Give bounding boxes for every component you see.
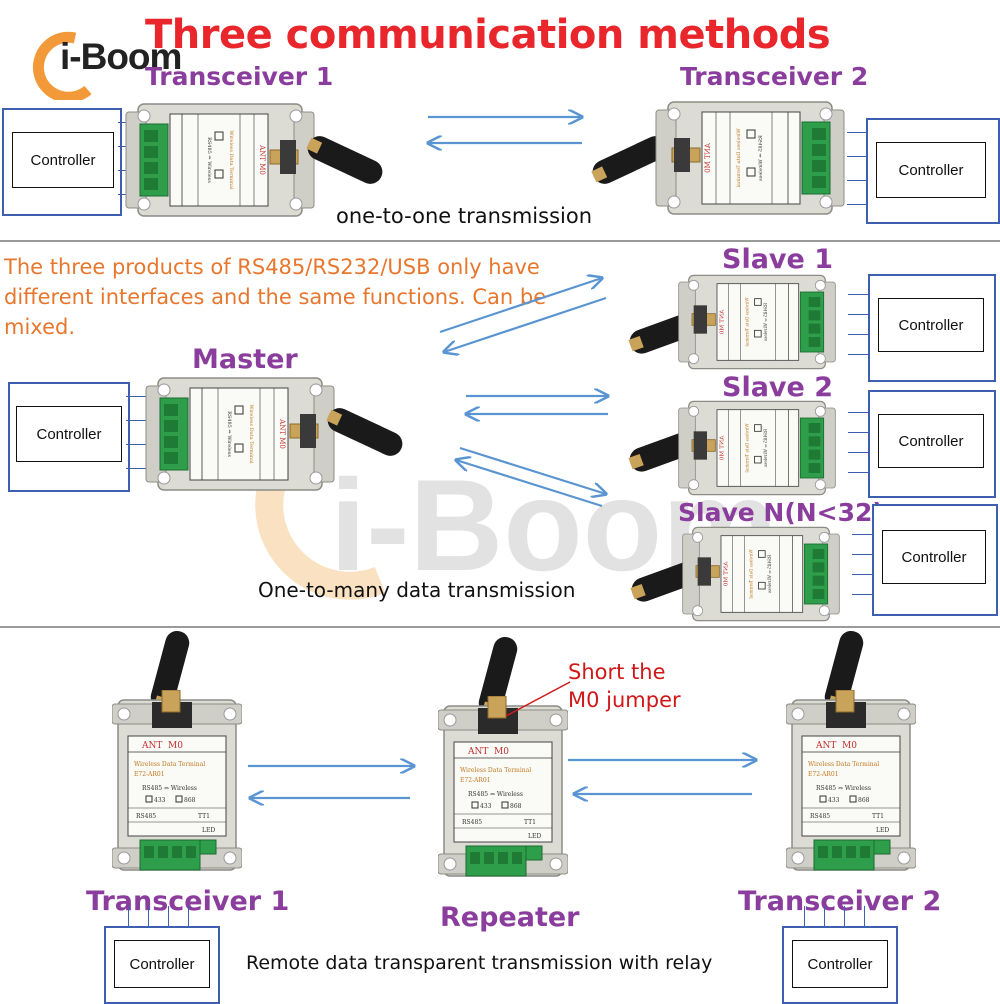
s2-slave1-pins xyxy=(846,290,868,370)
s2-slaveN-pins xyxy=(850,530,872,610)
s2-slave2-device xyxy=(672,398,842,498)
s1-transceiver2-label: Transceiver 2 xyxy=(680,62,869,91)
controller-label: Controller xyxy=(878,414,984,468)
s3-controller-left: Controller xyxy=(104,926,220,1004)
s3-arrows-left xyxy=(248,750,430,810)
controller-label: Controller xyxy=(876,142,986,198)
controller-label: Controller xyxy=(114,940,210,988)
arrow-downright-icon xyxy=(459,446,606,494)
s2-slave2-pins xyxy=(846,408,868,488)
s3-transceiver2-label: Transceiver 2 xyxy=(738,886,942,917)
s3-transceiver1-label: Transceiver 1 xyxy=(86,886,290,917)
controller-label: Controller xyxy=(792,940,888,988)
s1-transceiver2-device xyxy=(650,98,850,218)
jumper-pointer-line xyxy=(505,681,571,717)
arrow-upleft-icon xyxy=(456,460,603,508)
s2-slave1-label: Slave 1 xyxy=(722,244,834,275)
controller-label: Controller xyxy=(878,298,984,352)
s2-slave1-device xyxy=(672,272,842,372)
controller-label: Controller xyxy=(12,132,114,188)
s3-jumper-note: Short the M0 jumper xyxy=(568,658,681,714)
s1-arrows xyxy=(420,105,595,155)
s2-slave2-label: Slave 2 xyxy=(722,372,834,403)
divider xyxy=(0,626,1000,628)
s3-arrows-right xyxy=(568,746,770,806)
s3-transceiver1-device xyxy=(112,690,242,880)
s2-slaveN-controller: Controller xyxy=(872,504,998,616)
s2-arrows xyxy=(439,262,630,508)
s3-left-pins xyxy=(120,906,210,928)
s3-caption: Remote data transparent transmission wit… xyxy=(246,952,713,974)
controller-label: Controller xyxy=(882,530,986,584)
s2-slaveN-label: Slave N(N<32) xyxy=(678,498,884,527)
logo: i-Boom xyxy=(30,30,230,100)
s1-controller-right: Controller xyxy=(866,118,1000,224)
s1-controller-left: Controller xyxy=(2,108,122,216)
logo-mark-icon xyxy=(32,31,92,100)
s1-transceiver1-label: Transceiver 1 xyxy=(145,62,334,91)
s2-note: The three products of RS485/RS232/USB on… xyxy=(4,255,547,339)
page-title: Three communication methods xyxy=(145,12,831,58)
s3-repeater-label: Repeater xyxy=(440,902,580,933)
controller-label: Controller xyxy=(16,406,122,462)
s2-slave2-controller: Controller xyxy=(868,390,996,498)
s2-slave1-controller: Controller xyxy=(868,274,996,382)
s3-right-pins xyxy=(796,906,886,928)
arrow-downleft-icon xyxy=(444,296,607,352)
s2-master-device xyxy=(140,374,340,494)
s2-slaveN-device xyxy=(676,524,846,624)
s3-transceiver2-device xyxy=(786,690,916,880)
logo-text: i-Boom xyxy=(60,36,182,77)
s2-master-pins xyxy=(126,392,148,472)
s2-master-label: Master xyxy=(192,344,298,375)
divider xyxy=(0,240,1000,242)
jumper-note-line1: Short the xyxy=(568,660,666,684)
s1-transceiver1-device xyxy=(120,100,320,220)
s3-controller-right: Controller xyxy=(782,926,898,1004)
s2-master-controller: Controller xyxy=(8,382,130,492)
s1-controller-right-pins xyxy=(845,128,867,208)
s1-caption: one-to-one transmission xyxy=(336,204,592,228)
arrow-upright-icon xyxy=(439,278,602,334)
jumper-note-line2: M0 jumper xyxy=(568,688,681,712)
s2-caption: One-to-many data transmission xyxy=(258,578,576,602)
